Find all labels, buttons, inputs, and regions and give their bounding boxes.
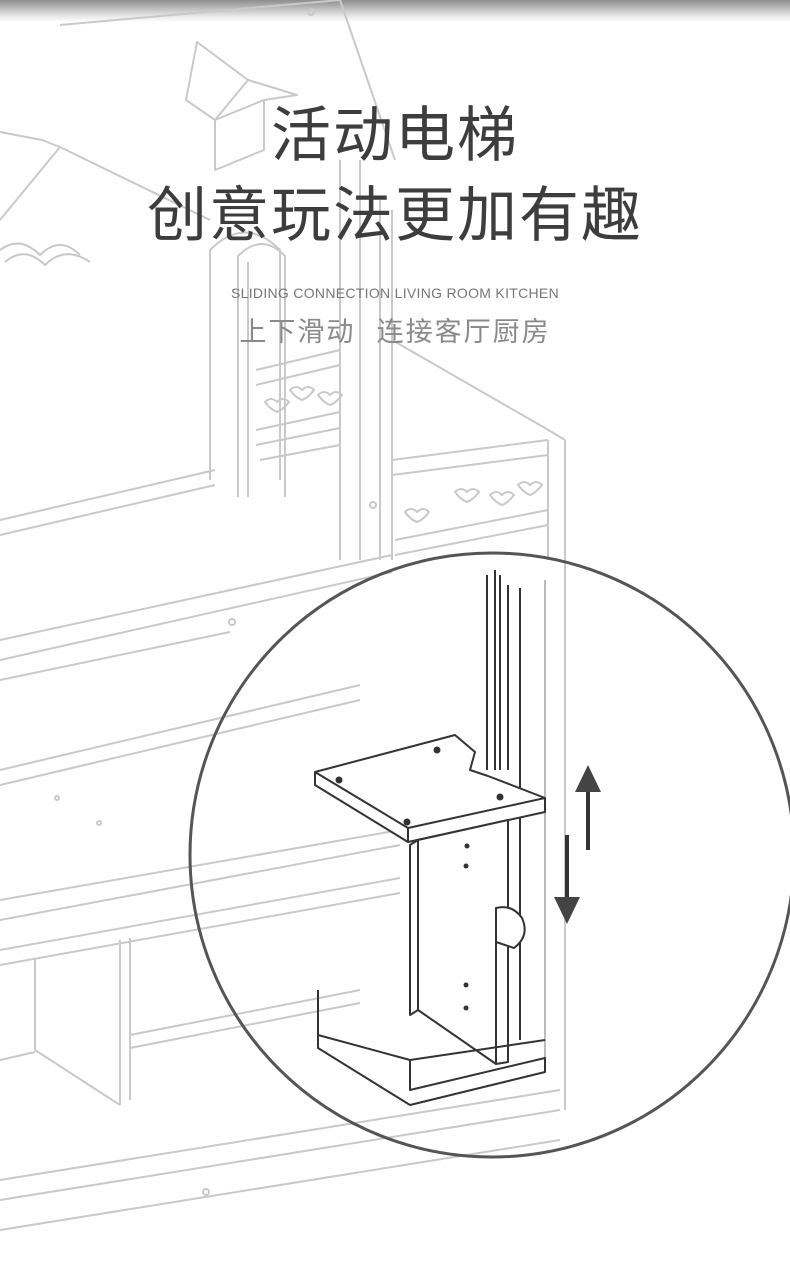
up-arrow-icon: [575, 765, 601, 850]
detail-magnifier-circle: [188, 551, 790, 1159]
chinese-subtitle: 上下滑动 连接客厅厨房: [239, 317, 551, 348]
down-arrow-icon: [554, 835, 580, 924]
headline-line-1: 活动电梯: [271, 101, 519, 171]
english-subtitle: SLIDING CONNECTION LIVING ROOM KITCHEN: [231, 285, 559, 301]
top-shadow-band: [0, 0, 790, 22]
headline-line-2: 创意玩法更加有趣: [147, 181, 643, 251]
elevator-detail-drawing: [314, 570, 546, 1106]
